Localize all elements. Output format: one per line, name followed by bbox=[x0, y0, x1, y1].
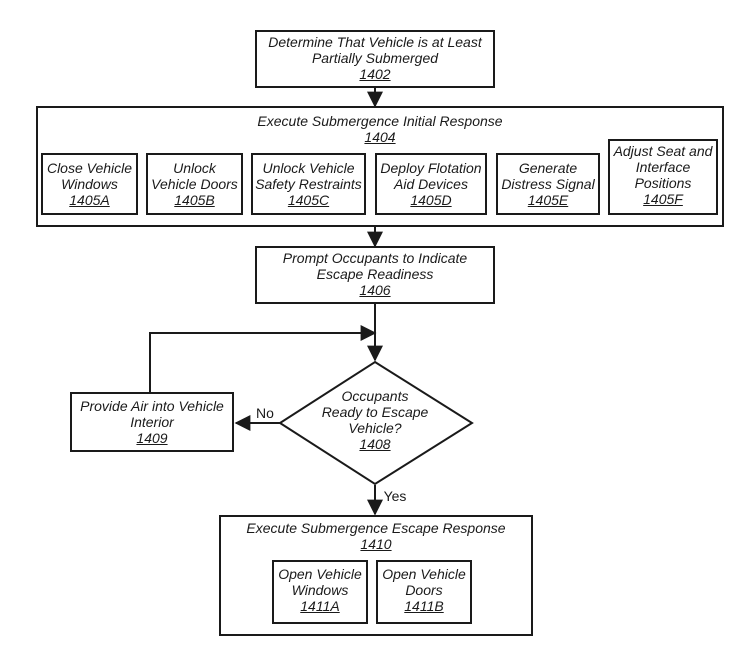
box-1405b-label: Unlock Vehicle Doors 1405B bbox=[146, 160, 243, 208]
box-1411b-line1: Open Vehicle bbox=[382, 566, 466, 582]
branch-yes-label: Yes bbox=[383, 488, 407, 504]
box-1405f-label: Adjust Seat and Interface Positions 1405… bbox=[608, 143, 718, 207]
box-1405a-line1: Close Vehicle bbox=[46, 160, 133, 176]
box-1405e-ref: 1405E bbox=[527, 192, 569, 208]
box-1405f-line2: Interface bbox=[635, 159, 691, 175]
box-1405e-line2: Distress Signal bbox=[501, 176, 595, 192]
box-1404-label: Execute Submergence Initial Response 140… bbox=[36, 113, 724, 145]
box-1405f-line1: Adjust Seat and bbox=[613, 143, 713, 159]
box-1404-line1: Execute Submergence Initial Response bbox=[257, 113, 503, 129]
box-1402 bbox=[255, 30, 495, 88]
box-1405d-ref: 1405D bbox=[410, 192, 452, 208]
box-1406-ref: 1406 bbox=[359, 282, 391, 298]
box-1409-label: Provide Air into Vehicle Interior 1409 bbox=[70, 398, 234, 446]
box-1402-line2: Partially Submerged bbox=[311, 50, 439, 66]
box-1409-ref: 1409 bbox=[136, 430, 168, 446]
box-1405b-line1: Unlock bbox=[173, 160, 216, 176]
box-1405b bbox=[146, 153, 243, 215]
box-1405c-line1: Unlock Vehicle bbox=[262, 160, 355, 176]
branch-no-label: No bbox=[256, 405, 274, 421]
box-1405f bbox=[608, 139, 718, 215]
box-1405d bbox=[375, 153, 487, 215]
decision-1408-line1: Occupants bbox=[341, 388, 409, 404]
box-1409-line2: Interior bbox=[130, 414, 174, 430]
decision-1408-label: Occupants Ready to Escape Vehicle? 1408 bbox=[305, 388, 445, 452]
box-1411a-ref: 1411A bbox=[300, 598, 340, 614]
box-1405d-line2: Aid Devices bbox=[394, 176, 468, 192]
box-1405e-label: Generate Distress Signal 1405E bbox=[496, 160, 600, 208]
box-1411a bbox=[272, 560, 368, 624]
box-1405e-line1: Generate bbox=[518, 160, 578, 176]
box-1411a-line2: Windows bbox=[291, 582, 349, 598]
box-1411a-line1: Open Vehicle bbox=[278, 566, 362, 582]
box-1405a-line2: Windows bbox=[61, 176, 118, 192]
box-1405c bbox=[251, 153, 366, 215]
box-1406-line2: Escape Readiness bbox=[316, 266, 434, 282]
box-1406 bbox=[255, 246, 495, 304]
box-1405f-ref: 1405F bbox=[643, 191, 683, 207]
box-1405c-label: Unlock Vehicle Safety Restraints 1405C bbox=[251, 160, 366, 208]
decision-1408-ref: 1408 bbox=[359, 436, 391, 452]
box-1405d-line1: Deploy Flotation bbox=[380, 160, 482, 176]
box-1405d-label: Deploy Flotation Aid Devices 1405D bbox=[375, 160, 487, 208]
box-1405b-ref: 1405B bbox=[174, 192, 215, 208]
box-1406-label: Prompt Occupants to Indicate Escape Read… bbox=[255, 250, 495, 298]
loop-1409-to-1408 bbox=[149, 325, 377, 392]
box-1405a bbox=[41, 153, 138, 215]
box-1406-line1: Prompt Occupants to Indicate bbox=[282, 250, 468, 266]
box-1405a-label: Close Vehicle Windows 1405A bbox=[41, 160, 138, 208]
box-1405b-line2: Vehicle Doors bbox=[151, 176, 238, 192]
box-1405c-line2: Safety Restraints bbox=[255, 176, 362, 192]
box-1409 bbox=[70, 392, 234, 452]
decision-diamond bbox=[278, 360, 474, 486]
box-1411b bbox=[376, 560, 472, 624]
box-1404-ref: 1404 bbox=[364, 129, 396, 145]
box-1410-ref: 1410 bbox=[360, 536, 392, 552]
box-1411b-line2: Doors bbox=[405, 582, 443, 598]
decision-1408-line3: Vehicle? bbox=[348, 420, 402, 436]
box-1405e bbox=[496, 153, 600, 215]
box-1405f-line3: Positions bbox=[634, 175, 692, 191]
box-1411b-ref: 1411B bbox=[404, 598, 444, 614]
box-1402-ref: 1402 bbox=[359, 66, 391, 82]
box-1402-label: Determine That Vehicle is at Least Parti… bbox=[255, 34, 495, 82]
box-1402-line1: Determine That Vehicle is at Least bbox=[268, 34, 482, 50]
box-1411b-label: Open Vehicle Doors 1411B bbox=[376, 566, 472, 614]
box-1409-line1: Provide Air into Vehicle bbox=[80, 398, 224, 414]
box-1405a-ref: 1405A bbox=[69, 192, 110, 208]
box-1410-label: Execute Submergence Escape Response 1410 bbox=[219, 520, 533, 552]
box-1411a-label: Open Vehicle Windows 1411A bbox=[272, 566, 368, 614]
decision-1408-line2: Ready to Escape bbox=[321, 404, 429, 420]
box-1410-line1: Execute Submergence Escape Response bbox=[246, 520, 506, 536]
box-1405c-ref: 1405C bbox=[287, 192, 330, 208]
